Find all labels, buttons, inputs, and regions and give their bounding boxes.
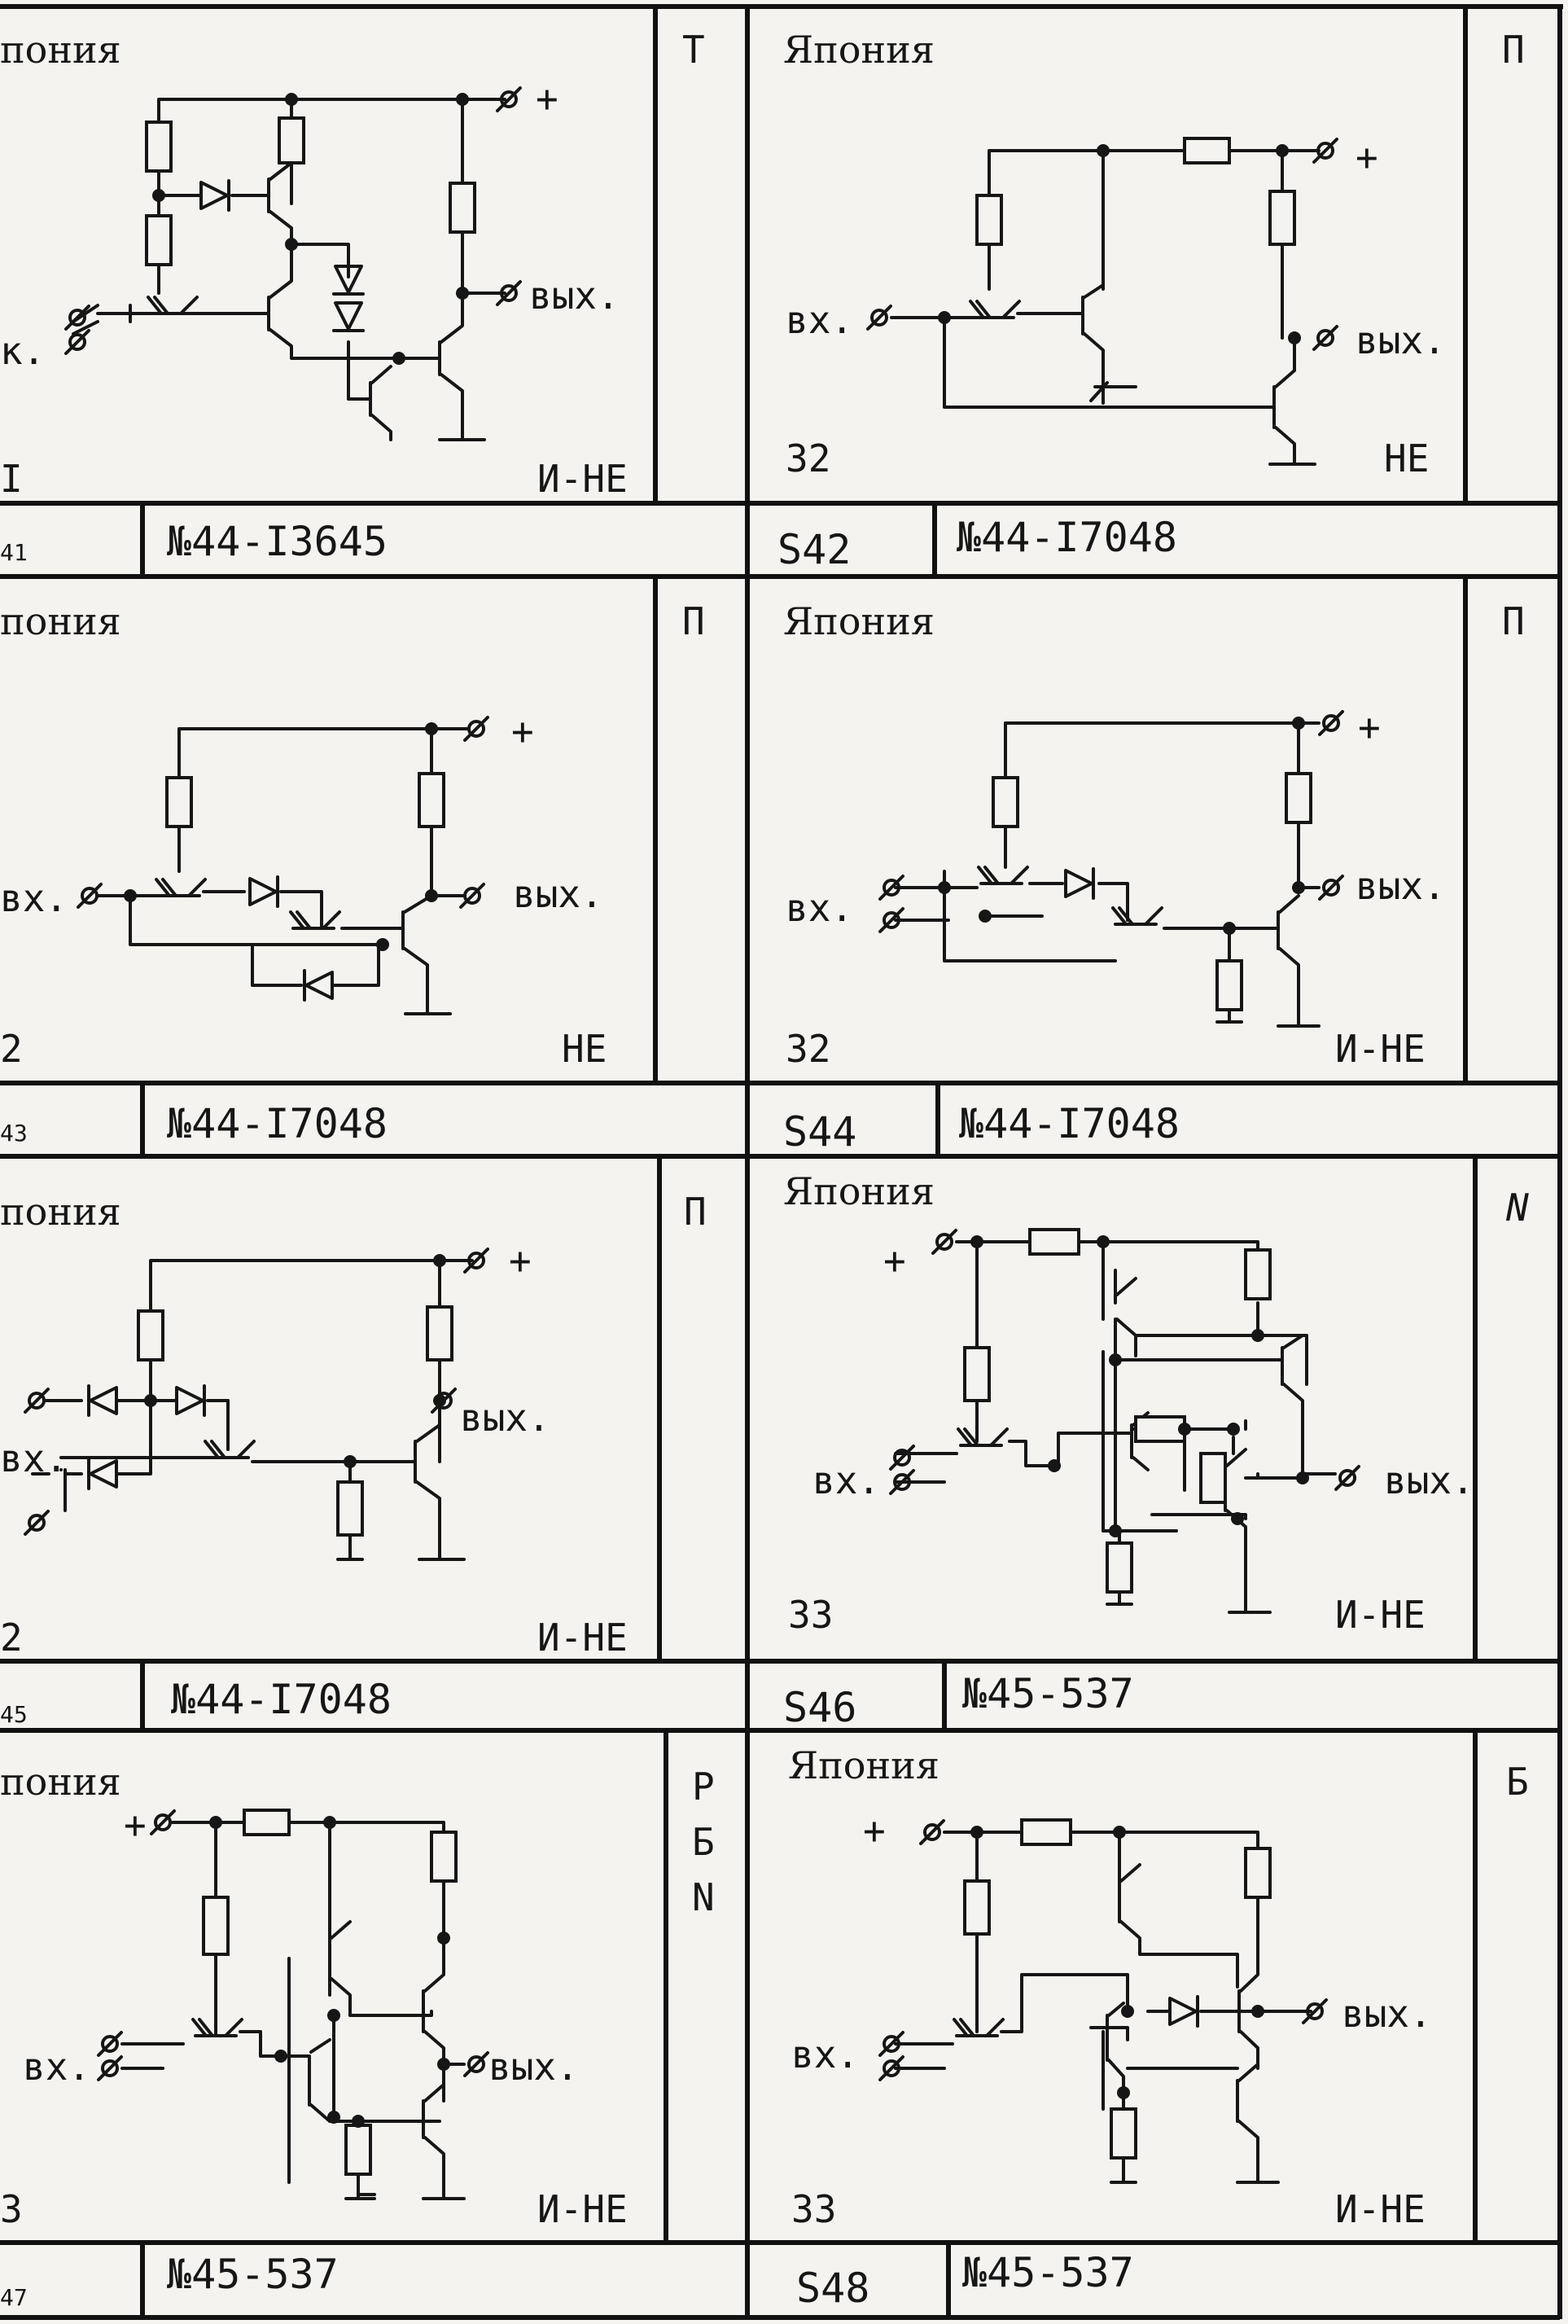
cell-number: 2 [0, 1616, 23, 1660]
output-label: вых. [1342, 1992, 1432, 2036]
country-label: Япония [783, 28, 935, 72]
category-letter: П [684, 1190, 707, 1234]
patent-code: №45-537 [167, 2251, 339, 2298]
country-label: пония [0, 1190, 121, 1234]
table-grid [0, 4, 1563, 2320]
plus-label: + [883, 1239, 906, 1283]
output-label: вых. [488, 2045, 579, 2089]
circuit-s45 [24, 1248, 489, 1561]
cell-number: 33 [791, 2187, 837, 2231]
patent-code: №44-I7048 [171, 1676, 392, 1723]
patent-code: №45-537 [962, 1670, 1134, 1717]
cell-number: I [0, 457, 23, 501]
plus-label: + [1358, 705, 1381, 749]
gate-function: НЕ [1384, 436, 1430, 480]
plus-label: + [124, 1803, 147, 1847]
country-label: пония [0, 28, 121, 72]
patent-code: №45-537 [962, 2249, 1134, 2296]
country-label: Япония [783, 1169, 935, 1213]
output-label: вых. [1356, 318, 1446, 362]
input-label: вх. [0, 1436, 68, 1480]
input-label: вх. [23, 2045, 91, 2089]
category-letters: Р Б N [692, 1765, 715, 1919]
input-label: вх. [786, 886, 854, 930]
input-label: вх. [786, 298, 854, 342]
gate-function: И-НЕ [537, 1616, 628, 1660]
s-label: S46 [783, 1684, 857, 1731]
cell-number: 33 [788, 1593, 834, 1637]
gate-function: И-НЕ [1335, 2187, 1426, 2231]
circuit-s48 [878, 1818, 1328, 2184]
circuit-s47 [97, 1809, 489, 2200]
country-label: пония [0, 1760, 121, 1804]
patent-code: №44-I7048 [957, 514, 1177, 561]
output-label: вых. [1384, 1458, 1474, 1502]
category-letter: П [1502, 28, 1525, 72]
s-label: S48 [796, 2265, 870, 2312]
patent-code: №44-I3645 [167, 518, 388, 565]
output-label: вых. [513, 872, 603, 916]
s-label: S44 [783, 1108, 857, 1155]
country-label: Япония [788, 1743, 939, 1787]
s-label: 43 [0, 1120, 28, 1147]
cell-number: 32 [786, 436, 831, 480]
input-label: вх. [791, 2032, 860, 2076]
gate-function: И-НЕ [1335, 1027, 1426, 1071]
circuit-s43 [77, 716, 489, 1015]
category-letter: П [1502, 599, 1525, 643]
plus-label: + [511, 709, 534, 753]
country-label: Япония [783, 599, 935, 643]
gate-function: НЕ [562, 1027, 607, 1071]
output-label: вых. [1356, 864, 1446, 908]
plus-label: + [863, 1809, 886, 1853]
s-label: 41 [0, 539, 28, 566]
input-label: вх. [0, 876, 68, 920]
output-label: вых. [529, 274, 620, 318]
patent-code: №44-I7048 [959, 1100, 1180, 1147]
input-label: вх. [812, 1458, 881, 1502]
circuit-s46 [889, 1228, 1360, 1614]
gate-function: И-НЕ [537, 457, 628, 501]
plus-label: + [1356, 135, 1378, 179]
cell-number: 2 [0, 1027, 23, 1071]
cell-number: 3 [0, 2187, 23, 2231]
circuit-s44 [878, 710, 1344, 1028]
category-letter: N [1506, 1186, 1529, 1230]
gate-function: И-НЕ [537, 2187, 628, 2231]
patent-code: №44-I7048 [167, 1100, 388, 1147]
circuit-s42 [866, 137, 1338, 466]
s-label: 45 [0, 1701, 28, 1728]
s-label: 47 [0, 2284, 28, 2311]
circuit-s41 [64, 86, 522, 441]
plus-label: + [509, 1239, 532, 1283]
gate-function: И-НЕ [1335, 1593, 1426, 1637]
category-letter: П [682, 599, 705, 643]
s-label: S42 [777, 526, 852, 573]
category-letter: Т [682, 28, 705, 72]
cell-number: 32 [786, 1027, 831, 1071]
input-label: к. [0, 329, 46, 373]
category-letter: Б [1506, 1760, 1529, 1804]
plus-label: + [536, 77, 558, 121]
country-label: пония [0, 599, 121, 643]
output-label: вых. [460, 1396, 550, 1440]
